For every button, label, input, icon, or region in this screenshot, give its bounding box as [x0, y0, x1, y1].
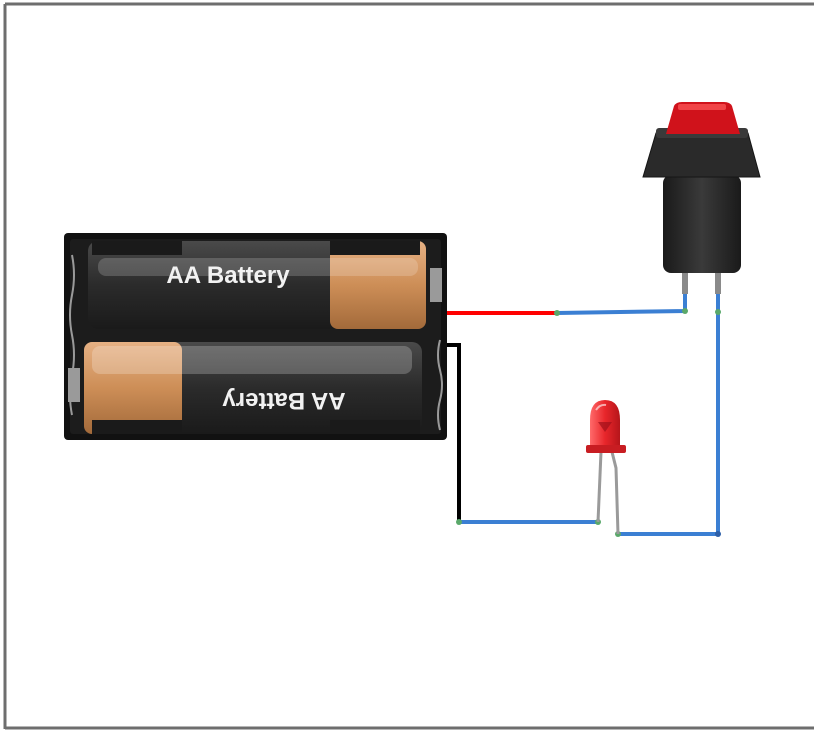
led-leg [596, 451, 603, 523]
push-button[interactable] [642, 102, 761, 294]
wire-battery-negative[interactable] [446, 343, 461, 522]
push-button-collar [642, 132, 761, 178]
push-button-body [663, 175, 741, 273]
wire-junction [715, 531, 721, 537]
wire-junction [682, 308, 688, 314]
battery-cell-1: AA Battery [88, 241, 426, 329]
wire-junction [554, 310, 560, 316]
wire-junction [715, 309, 721, 315]
spring-icon [437, 339, 443, 431]
led[interactable] [586, 400, 626, 535]
push-button-cap-highlight [678, 104, 726, 110]
push-button-leg [682, 268, 688, 294]
terminal-contact [430, 268, 442, 302]
canvas-border [3, 2, 814, 730]
wire-button-to-led[interactable] [618, 292, 720, 536]
led-highlight [595, 403, 607, 411]
battery-cell-2: AA Battery [84, 342, 422, 434]
battery-cell-label: AA Battery [222, 387, 346, 414]
battery-holder[interactable]: AA Battery AA Battery [64, 233, 447, 440]
wire-to-button[interactable] [556, 292, 687, 315]
led-die [598, 422, 612, 432]
wires [446, 292, 721, 537]
battery-cell-label: AA Battery [166, 262, 290, 289]
terminal-contact [68, 368, 80, 402]
push-button-leg [715, 268, 721, 294]
wire-junction [456, 519, 462, 525]
led-leg [610, 451, 620, 535]
led-base [586, 445, 626, 453]
